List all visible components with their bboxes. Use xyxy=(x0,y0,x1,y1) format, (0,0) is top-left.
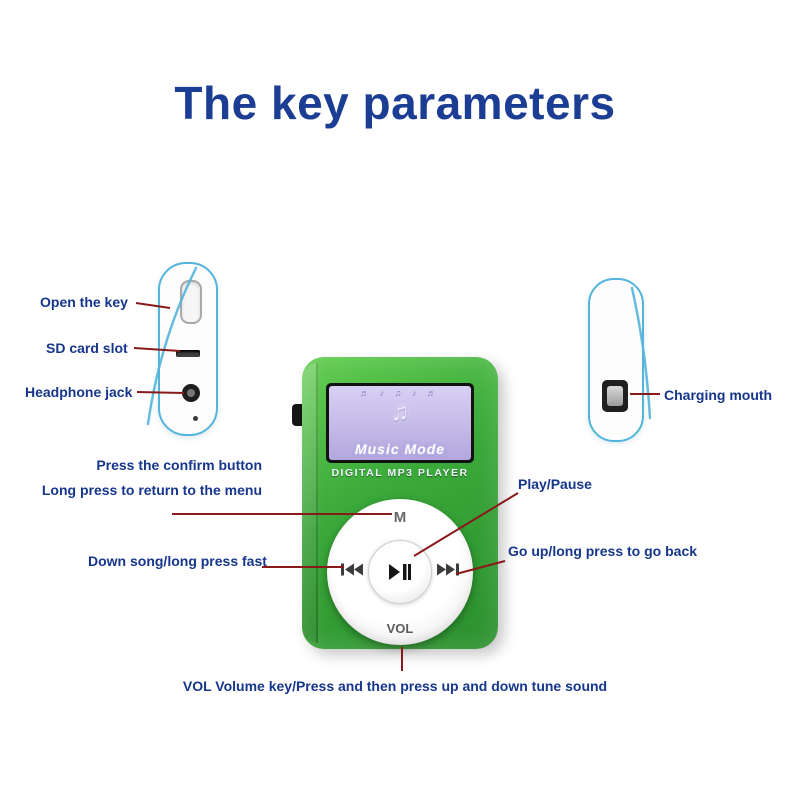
screen-bezel: ♬ ♪ ♫ ♪ ♬ ♫ Music Mode xyxy=(326,383,474,463)
label-headphone-jack: Headphone jack xyxy=(25,384,133,400)
brand-text: DIGITAL MP3 PLAYER xyxy=(331,467,469,479)
label-open-key: Open the key xyxy=(40,294,128,310)
previous-track-icon xyxy=(341,563,363,582)
label-down-song: Down song/long press fast xyxy=(88,553,267,569)
lcd-screen: ♬ ♪ ♫ ♪ ♬ ♫ Music Mode xyxy=(329,386,471,460)
play-pause-icon xyxy=(389,564,411,580)
label-charging-mouth: Charging mouth xyxy=(664,387,773,403)
side-view-right-device xyxy=(588,278,644,442)
label-volume-key: VOL Volume key/Press and then press up a… xyxy=(182,678,608,694)
next-track-icon xyxy=(437,563,459,582)
menu-button: M xyxy=(393,509,407,526)
screen-mode-text: Music Mode xyxy=(354,441,446,457)
page-title: The key parameters xyxy=(174,77,616,129)
label-play-pause: Play/Pause xyxy=(518,476,592,492)
usb-port-inner xyxy=(607,386,623,406)
label-confirm-line1: Press the confirm button xyxy=(96,457,262,473)
volume-button: VOL xyxy=(386,621,414,636)
mp3-player-body: ♬ ♪ ♫ ♪ ♬ ♫ Music Mode DIGITAL MP3 PLAYE… xyxy=(302,357,498,649)
mic-hole xyxy=(193,416,198,421)
music-note-icon: ♫ xyxy=(391,399,409,426)
label-confirm-line2: Long press to return to the menu xyxy=(41,482,262,498)
power-key xyxy=(180,280,202,324)
side-view-left-device xyxy=(158,262,218,436)
play-pause-button xyxy=(368,540,432,604)
label-confirm-button: Press the confirm button Long press to r… xyxy=(42,453,262,503)
label-sd-slot: SD card slot xyxy=(46,340,128,356)
screen-status-icons: ♬ ♪ ♫ ♪ ♬ xyxy=(360,388,440,398)
control-pad: M VOL xyxy=(327,499,473,645)
sd-card-slot xyxy=(176,350,200,357)
headphone-jack-port xyxy=(182,384,200,402)
usb-charging-port xyxy=(602,380,628,412)
label-go-up: Go up/long press to go back xyxy=(508,543,698,559)
clip-seam xyxy=(302,363,318,643)
